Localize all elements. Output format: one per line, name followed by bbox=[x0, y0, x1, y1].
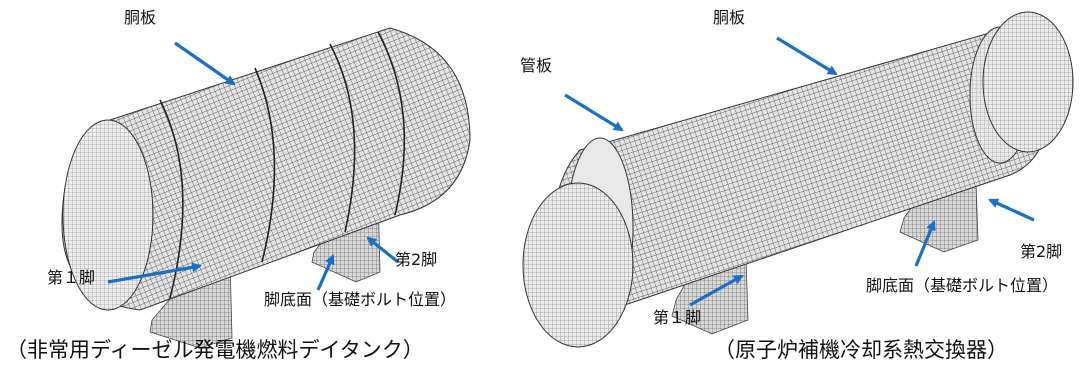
arrow-left-shell bbox=[174, 41, 236, 86]
arrow-right-leg-2 bbox=[988, 198, 1035, 222]
arrow-left-base bbox=[316, 254, 335, 291]
arrow-right-base bbox=[914, 220, 936, 267]
label-right-tubesheet: 管板 bbox=[520, 56, 553, 75]
left-tank-body bbox=[61, 27, 471, 311]
arrow-right-shell bbox=[776, 36, 838, 76]
label-left-shell: 胴板 bbox=[124, 8, 157, 27]
caption-left: （非常用ディーゼル発電機燃料デイタンク） bbox=[6, 338, 424, 362]
label-right-shell: 胴板 bbox=[713, 8, 746, 27]
label-right-leg-2: 第2脚 bbox=[1020, 242, 1063, 261]
caption-right: （原子炉補機冷却系熱交換器） bbox=[714, 338, 1008, 362]
label-left-base: 脚底面（基礎ボルト位置） bbox=[264, 290, 457, 309]
label-left-leg-2: 第2脚 bbox=[395, 250, 438, 269]
left-tank bbox=[61, 27, 471, 349]
right-heat-exchanger bbox=[522, 11, 1074, 348]
label-right-base: 脚底面（基礎ボルト位置） bbox=[866, 276, 1059, 295]
arrow-left-leg-1 bbox=[107, 262, 202, 284]
arrow-right-tubesheet bbox=[564, 93, 624, 132]
arrow-right-leg-1 bbox=[689, 274, 744, 307]
right-hx-end-cap-right bbox=[982, 11, 1074, 153]
label-right-leg-1: 第１脚 bbox=[653, 308, 702, 327]
right-hx-end-cap-left bbox=[522, 182, 634, 348]
label-left-leg-1: 第１脚 bbox=[47, 268, 96, 287]
arrow-left-leg-2 bbox=[366, 236, 399, 264]
